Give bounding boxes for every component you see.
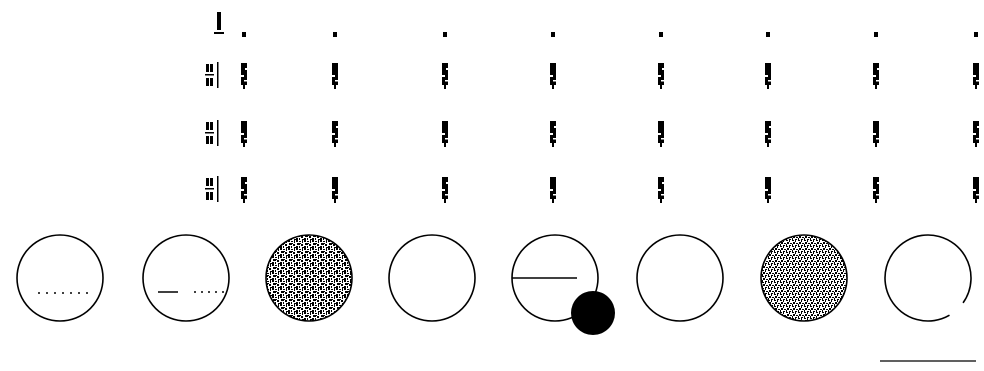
top-dot-mark xyxy=(874,32,878,37)
disk-circle xyxy=(869,219,984,336)
glyph-mark xyxy=(550,63,556,89)
fraction-mark xyxy=(205,176,219,202)
glyph-mark xyxy=(241,121,247,147)
glyph-mark xyxy=(658,121,664,147)
disk-circle xyxy=(389,235,475,321)
glyph-mark xyxy=(442,121,448,147)
glyph-mark xyxy=(658,63,664,89)
disk-circle xyxy=(143,235,229,321)
disk-panel xyxy=(869,219,984,336)
disk-panel xyxy=(637,235,723,321)
top-dot-mark xyxy=(659,32,663,37)
glyph-mark xyxy=(332,177,338,203)
top-dot-mark xyxy=(443,32,447,37)
glyph-mark xyxy=(241,63,247,89)
top-bar-mark xyxy=(217,12,221,30)
glyph-mark xyxy=(442,63,448,89)
glyph-column xyxy=(765,32,771,203)
glyph-column xyxy=(550,32,556,203)
solid-disc xyxy=(571,291,615,335)
left-annotation-column xyxy=(205,12,224,202)
disk-panel xyxy=(143,235,229,321)
disk-circle xyxy=(637,235,723,321)
glyph-column xyxy=(442,32,448,203)
glyph-mark xyxy=(873,121,879,147)
glyph-mark xyxy=(550,177,556,203)
fraction-mark xyxy=(205,120,219,146)
disk-circle xyxy=(266,235,352,321)
top-dot-mark xyxy=(551,32,555,37)
glyph-column xyxy=(973,32,979,203)
top-dot-mark xyxy=(242,32,246,37)
glyph-mark xyxy=(973,63,979,89)
top-bar-base xyxy=(214,32,224,34)
top-dot-mark xyxy=(766,32,770,37)
glyph-column xyxy=(873,32,879,203)
glyph-mark xyxy=(765,177,771,203)
disk-panel xyxy=(512,235,615,335)
disk-panel xyxy=(266,235,352,321)
top-dot-mark xyxy=(333,32,337,37)
glyph-mark xyxy=(873,63,879,89)
disk-row xyxy=(17,219,984,336)
glyph-mark xyxy=(765,121,771,147)
disk-circle xyxy=(761,235,847,321)
glyph-mark xyxy=(873,177,879,203)
disk-circle xyxy=(17,235,103,321)
glyph-mark xyxy=(241,177,247,203)
glyph-mark xyxy=(973,121,979,147)
glyph-column xyxy=(658,32,664,203)
glyph-mark xyxy=(973,177,979,203)
glyph-columns xyxy=(205,12,979,203)
glyph-mark xyxy=(442,177,448,203)
glyph-mark xyxy=(332,63,338,89)
fraction-mark xyxy=(205,62,219,88)
top-dot-mark xyxy=(974,32,978,37)
glyph-mark xyxy=(658,177,664,203)
glyph-mark xyxy=(332,121,338,147)
disk-panel xyxy=(17,235,103,321)
glyph-column xyxy=(332,32,338,203)
glyph-mark xyxy=(550,121,556,147)
disk-panel xyxy=(389,235,475,321)
disk-panel xyxy=(761,235,847,321)
glyph-mark xyxy=(765,63,771,89)
glyph-column xyxy=(241,32,247,203)
